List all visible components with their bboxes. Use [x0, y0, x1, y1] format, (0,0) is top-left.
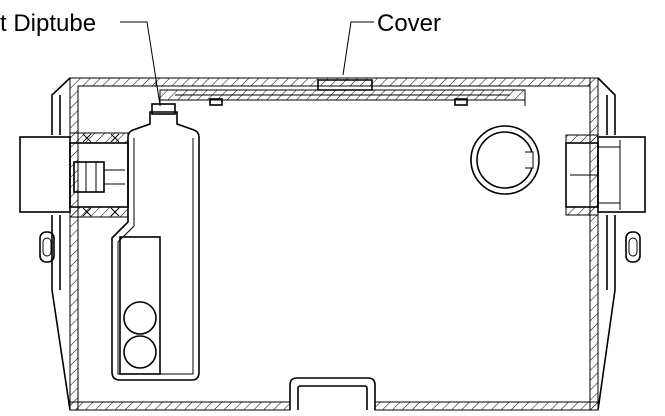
- cover-leader-line: [342, 21, 374, 76]
- float-ball-lower: [123, 335, 157, 369]
- cover-fastener-right: [454, 98, 468, 106]
- diptube-vessel: [111, 103, 200, 381]
- tank-outer-shell: [39, 77, 641, 411]
- circular-port: [470, 125, 540, 195]
- float-ball-upper: [123, 301, 157, 335]
- right-outlet-fitting: [565, 134, 646, 216]
- diptube-cap: [151, 103, 176, 115]
- right-side-slot: [625, 231, 641, 263]
- cover-callout-label: Cover: [377, 10, 441, 37]
- diptube-leader-line: [120, 21, 161, 106]
- cover-fastener-left: [209, 98, 223, 106]
- cover: [159, 79, 526, 106]
- left-side-slot: [39, 231, 55, 263]
- diptube-callout-label: t Diptube: [0, 10, 96, 37]
- tank-outer-wall: [69, 77, 599, 411]
